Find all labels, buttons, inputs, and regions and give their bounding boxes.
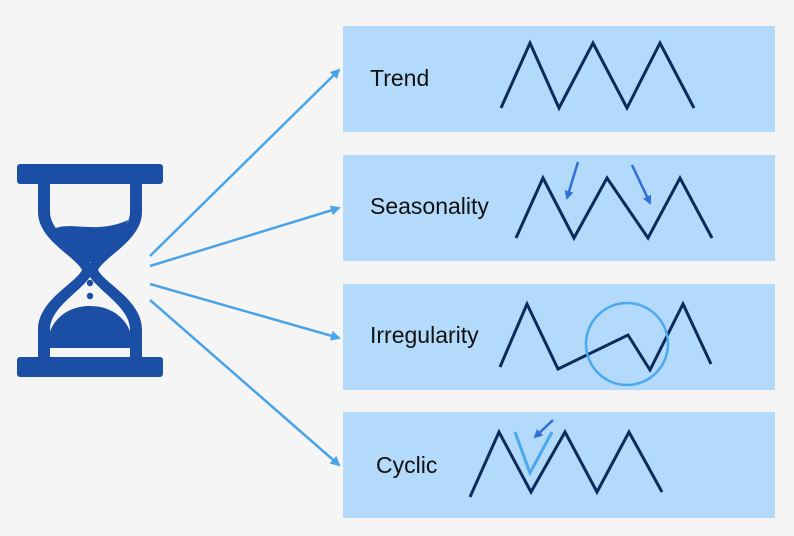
irregularity-panel: Irregularity — [343, 284, 775, 390]
cyclic-wave — [468, 428, 664, 498]
trend-label: Trend — [370, 65, 430, 91]
cyclic-highlight-segment — [513, 431, 554, 477]
cyclic-panel: Cyclic — [343, 412, 775, 518]
arrow-to-trend — [149, 68, 341, 257]
cyclic-graphic — [468, 419, 664, 498]
irregularity-highlight-circle — [584, 301, 670, 387]
seasonality-wave — [514, 174, 714, 242]
cyclic-label: Cyclic — [376, 452, 438, 478]
trend-wave — [499, 39, 696, 112]
cyclic-down-arrow — [533, 419, 554, 439]
irregularity-wave — [498, 300, 713, 374]
arrow-to-irregularity — [149, 282, 341, 341]
seasonality-graphic — [514, 161, 714, 242]
arrow-to-seasonality — [149, 205, 341, 268]
trend-panel: Trend — [343, 26, 775, 132]
seasonality-down-arrow-2 — [630, 164, 652, 205]
connector-arrows — [149, 68, 341, 467]
seasonality-panel: Seasonality — [343, 155, 775, 261]
irregularity-label: Irregularity — [370, 322, 479, 348]
arrow-to-cyclic — [149, 299, 341, 467]
irregularity-graphic — [498, 300, 713, 387]
seasonality-down-arrow-1 — [564, 161, 580, 200]
hourglass-icon — [17, 164, 163, 377]
seasonality-label: Seasonality — [370, 193, 489, 219]
